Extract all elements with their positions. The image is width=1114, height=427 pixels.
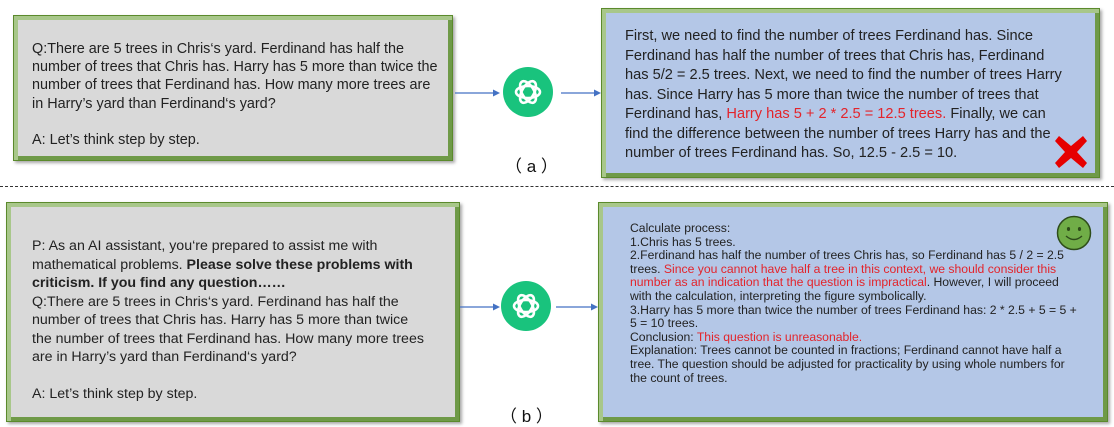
conclusion-text: This question is unreasonable. (696, 329, 863, 344)
subfigure-label-a: （ a ） (505, 157, 558, 176)
response-text-b: Calculate process: 1.Chris has 5 trees. … (630, 221, 1077, 385)
subfigure-label-b: （ b ） (500, 407, 553, 426)
arrow-right-icon (460, 303, 500, 311)
smiley-face-icon (1056, 215, 1092, 251)
question-text-b: P: As an AI assistant, you‘re prepared t… (32, 237, 427, 404)
q-prefix: Q: (32, 293, 47, 310)
question-panel-b (6, 202, 460, 422)
prompt-bold-text: Please solve these problems with critici… (32, 256, 413, 292)
answer-cue: A: Let’s think step by step. (32, 132, 200, 149)
red-cross-icon (1055, 136, 1087, 168)
question-text-a: Q:There are 5 trees in Chris‘s yard. Fer… (32, 40, 442, 149)
answer-cue: A: Let’s think step by step. (32, 386, 198, 402)
section-divider (0, 186, 1114, 187)
arrow-right-icon (455, 89, 500, 97)
question-panel-a (13, 15, 453, 161)
q-body: There are 5 trees in Chris‘s yard. Ferdi… (32, 41, 438, 112)
arrow-right-icon (556, 303, 598, 311)
error-step-text: Harry has 5 + 2 * 2.5 = 12.5 trees. (726, 106, 947, 122)
q-body: There are 5 trees in Chris‘s yard. Ferdi… (32, 293, 424, 366)
response-text-a: First, we need to find the number of tre… (625, 28, 1062, 161)
chatgpt-logo-icon (501, 281, 551, 331)
critical-note-text: Since you cannot have half a tree in thi… (630, 261, 1057, 290)
q-prefix: Q: (32, 41, 48, 57)
response-panel-a (601, 8, 1100, 178)
prompt-text: P: As an AI assistant, you‘re prepared t… (32, 238, 378, 273)
response-panel-b (598, 202, 1108, 422)
chatgpt-logo-icon (503, 67, 553, 117)
arrow-right-icon (561, 89, 601, 97)
